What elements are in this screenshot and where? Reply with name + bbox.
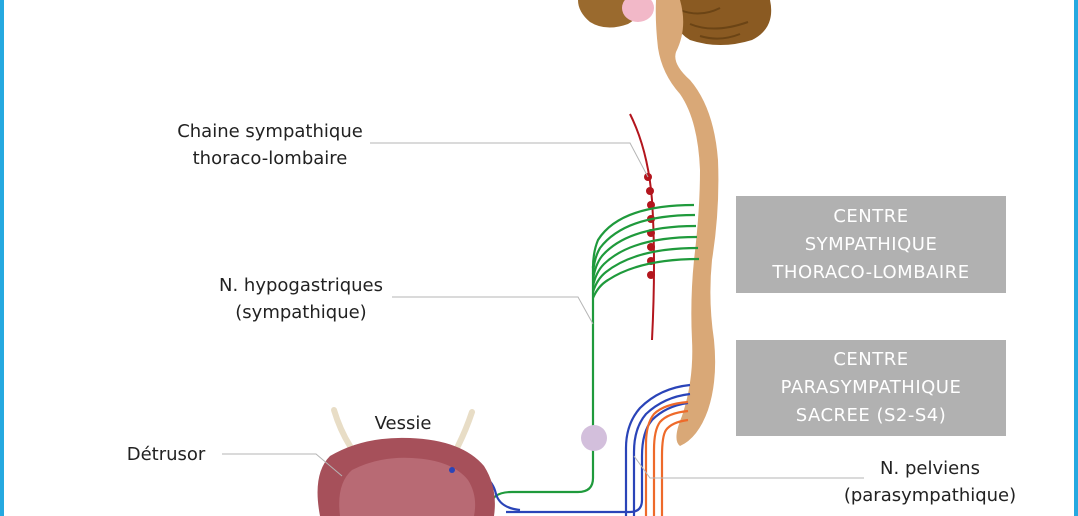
- sympathetic-box-line1: CENTRE: [833, 205, 909, 227]
- pelvic-label: N. pelviens (parasympathique): [826, 455, 1034, 509]
- chain-ganglion: [647, 271, 655, 279]
- sympathetic-box-line2: SYMPATHIQUE: [804, 233, 938, 255]
- detrusor-label: Détrusor: [126, 444, 206, 465]
- sympathetic-center-box: CENTRE SYMPATHIQUE THORACO-LOMBAIRE: [736, 196, 1006, 293]
- chain-ganglion: [647, 243, 655, 251]
- ureter-left: [331, 407, 353, 449]
- hypogastric-label: N. hypogastriques (sympathique): [196, 272, 406, 326]
- cerebellum: [668, 0, 772, 45]
- vessie-label: Vessie: [374, 413, 432, 434]
- nerve-terminal: [449, 467, 455, 473]
- chain-label-line2: thoraco-lombaire: [192, 148, 348, 169]
- leader-lines: [222, 142, 864, 479]
- bladder-lumen: [339, 457, 476, 516]
- chain-label-line1: Chaine sympathique: [177, 121, 363, 142]
- chain-ganglion: [647, 201, 655, 209]
- bladder: [317, 407, 495, 516]
- hypogastric-label-line2: (sympathique): [235, 302, 367, 323]
- brain: [578, 0, 772, 45]
- hypogastric-nerves: [486, 203, 700, 516]
- parasympathetic-box-line1: CENTRE: [833, 349, 909, 370]
- pons: [622, 0, 654, 22]
- sympathetic-box-line3: THORACO-LOMBAIRE: [772, 261, 970, 283]
- ureter-right: [455, 409, 475, 449]
- hypogastric-label-line1: N. hypogastriques: [219, 275, 383, 296]
- parasympathetic-box-line3: SACREE (S2-S4): [795, 405, 947, 426]
- hypogastric-ganglion: [581, 425, 607, 451]
- parasympathetic-center-box: CENTRE PARASYMPATHIQUE SACREE (S2-S4): [736, 340, 1006, 436]
- pelvic-label-line1: N. pelviens: [880, 458, 980, 479]
- parasympathetic-box-line2: PARASYMPATHIQUE: [780, 377, 962, 398]
- sympathetic-chain: [629, 113, 655, 341]
- pelvic-nerves: [451, 383, 691, 516]
- chain-ganglion: [646, 187, 654, 195]
- pelvic-label-line2: (parasympathique): [843, 485, 1017, 506]
- spinal-cord: [655, 0, 719, 446]
- chain-label: Chaine sympathique thoraco-lombaire: [164, 118, 376, 172]
